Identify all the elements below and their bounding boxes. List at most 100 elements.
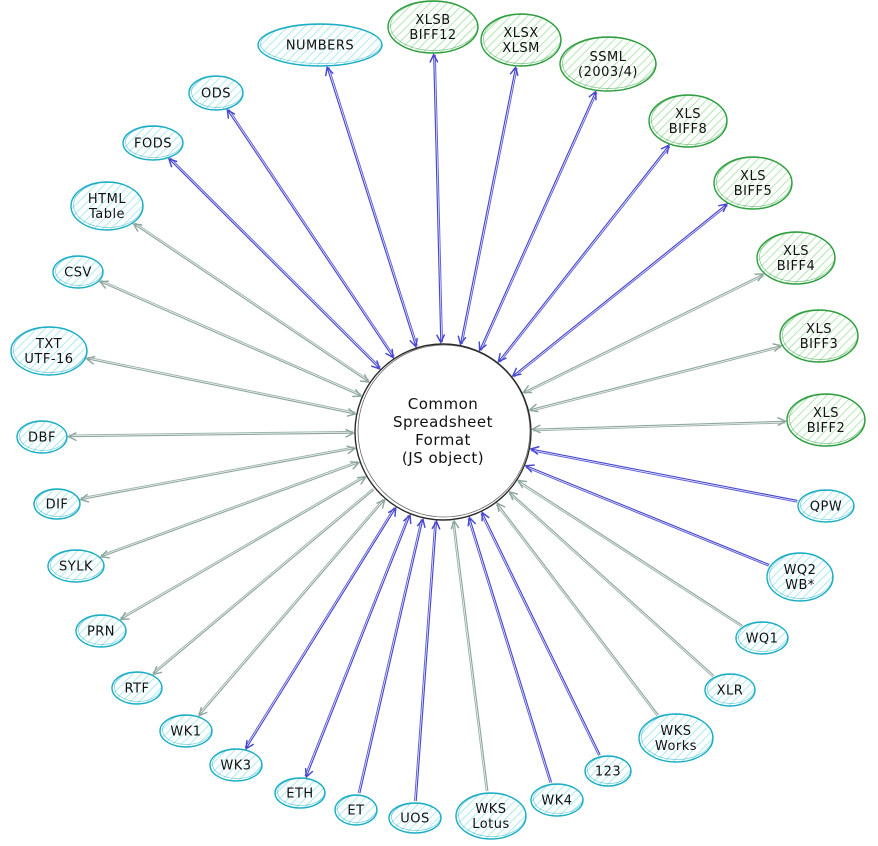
node-label-ssml: SSML(2003/4) [578,50,638,80]
node-ellipse-wk3 [209,748,263,782]
node-wk3: WK3 [209,748,263,782]
node-ellipse-sketch-ods [191,76,243,108]
edge-sylk [101,460,359,556]
node-label-eth: ETH [286,787,313,802]
node-ods: ODS [188,75,244,111]
edge-wq2 [526,466,770,567]
node-ellipse-txt [10,326,88,376]
node-ellipse-xlsx [480,13,562,67]
edge-ods [228,109,395,357]
node-ellipse-qpw [797,489,855,523]
node-ellipse-uos [388,802,442,834]
node-label-dbf: DBF [28,431,56,446]
node-ellipse-sketch-wks-lotus [458,793,526,837]
node-ellipse-sketch-ssml [562,37,656,89]
node-ellipse-wq2 [766,552,834,602]
edge-wq1 [518,481,743,628]
node-ellipse-ods [188,75,244,111]
node-ellipse-fods [122,125,184,161]
node-ellipse-xls-biff5 [713,156,793,210]
node-label-numbers: NUMBERS [286,39,354,54]
node-label-qpw: QPW [810,500,842,515]
edge-txt [87,357,355,414]
node-label-wq1: WQ1 [746,632,779,647]
node-label-ods: ODS [201,87,231,102]
node-ellipse-html-table [70,181,144,231]
node-ellipse-xlsb [387,0,479,54]
edge-dif [81,447,355,500]
node-ellipse-wks-lotus [455,792,527,840]
node-dbf: DBF [16,420,68,454]
node-sylk: SYLK [47,549,105,583]
node-ellipse-sketch-xlr [707,674,755,704]
node-ellipse-sketch-csv [55,256,103,286]
node-ellipse-sketch-sylk [50,550,104,580]
edge-xls-biff5 [513,204,727,378]
node-eth: ETH [274,777,326,809]
node-ellipse-xls-biff8 [648,94,728,148]
node-ellipse-sketch-xls-biff2 [789,394,865,444]
node-label-fods: FODS [134,137,172,152]
node-ellipse-sketch-numbers [260,24,382,64]
node-label-wk4: WK4 [541,794,572,809]
edge-fods [169,157,381,368]
edge-wks-lotus [452,521,489,792]
node-ellipse-rtf [111,671,163,705]
node-ellipse-wq1 [735,621,789,655]
edges-layer [69,55,798,802]
edge-xlr [509,492,715,678]
node-ellipse-sketch-wks-works [641,714,713,760]
node-ellipse-sketch-dif [36,489,80,517]
node-ellipse-123 [584,755,632,787]
edge-qpw [531,449,798,503]
node-ellipse-sketch-wq2 [769,553,833,599]
node-label-rtf: RTF [124,682,149,697]
node-fods: FODS [122,125,184,161]
edge-wk3 [244,508,396,749]
node-ellipse-xls-biff4 [756,231,836,285]
edge-numbers [327,67,417,346]
center-circle [354,343,532,521]
edge-123 [480,513,601,756]
node-label-uos: UOS [400,812,430,827]
node-123: 123 [584,755,632,787]
node-ellipse-et [334,794,378,826]
node-ellipse-sylk [47,549,105,583]
node-ellipse-sketch-xlsx [483,14,561,64]
node-ellipse-dbf [16,420,68,454]
node-ellipse-sketch-xls-biff4 [759,232,835,282]
node-label-123: 123 [595,765,621,780]
edge-html-table [134,222,369,382]
node-numbers: NUMBERS [257,23,383,67]
node-prn: PRN [75,614,127,648]
node-ellipse-sketch-txt [13,327,87,373]
edge-xlsx [461,68,518,344]
node-ssml: SSML(2003/4) [559,36,657,92]
node-label-et: ET [347,804,364,819]
center-circle-sketch [357,344,531,518]
node-label-wk3: WK3 [220,759,251,774]
edge-wk4 [468,518,553,784]
node-ellipse-sketch-et [337,795,377,823]
node-ellipse-sketch-xlsb [390,1,478,51]
node-wq1: WQ1 [735,621,789,655]
node-ellipse-numbers [257,23,383,67]
